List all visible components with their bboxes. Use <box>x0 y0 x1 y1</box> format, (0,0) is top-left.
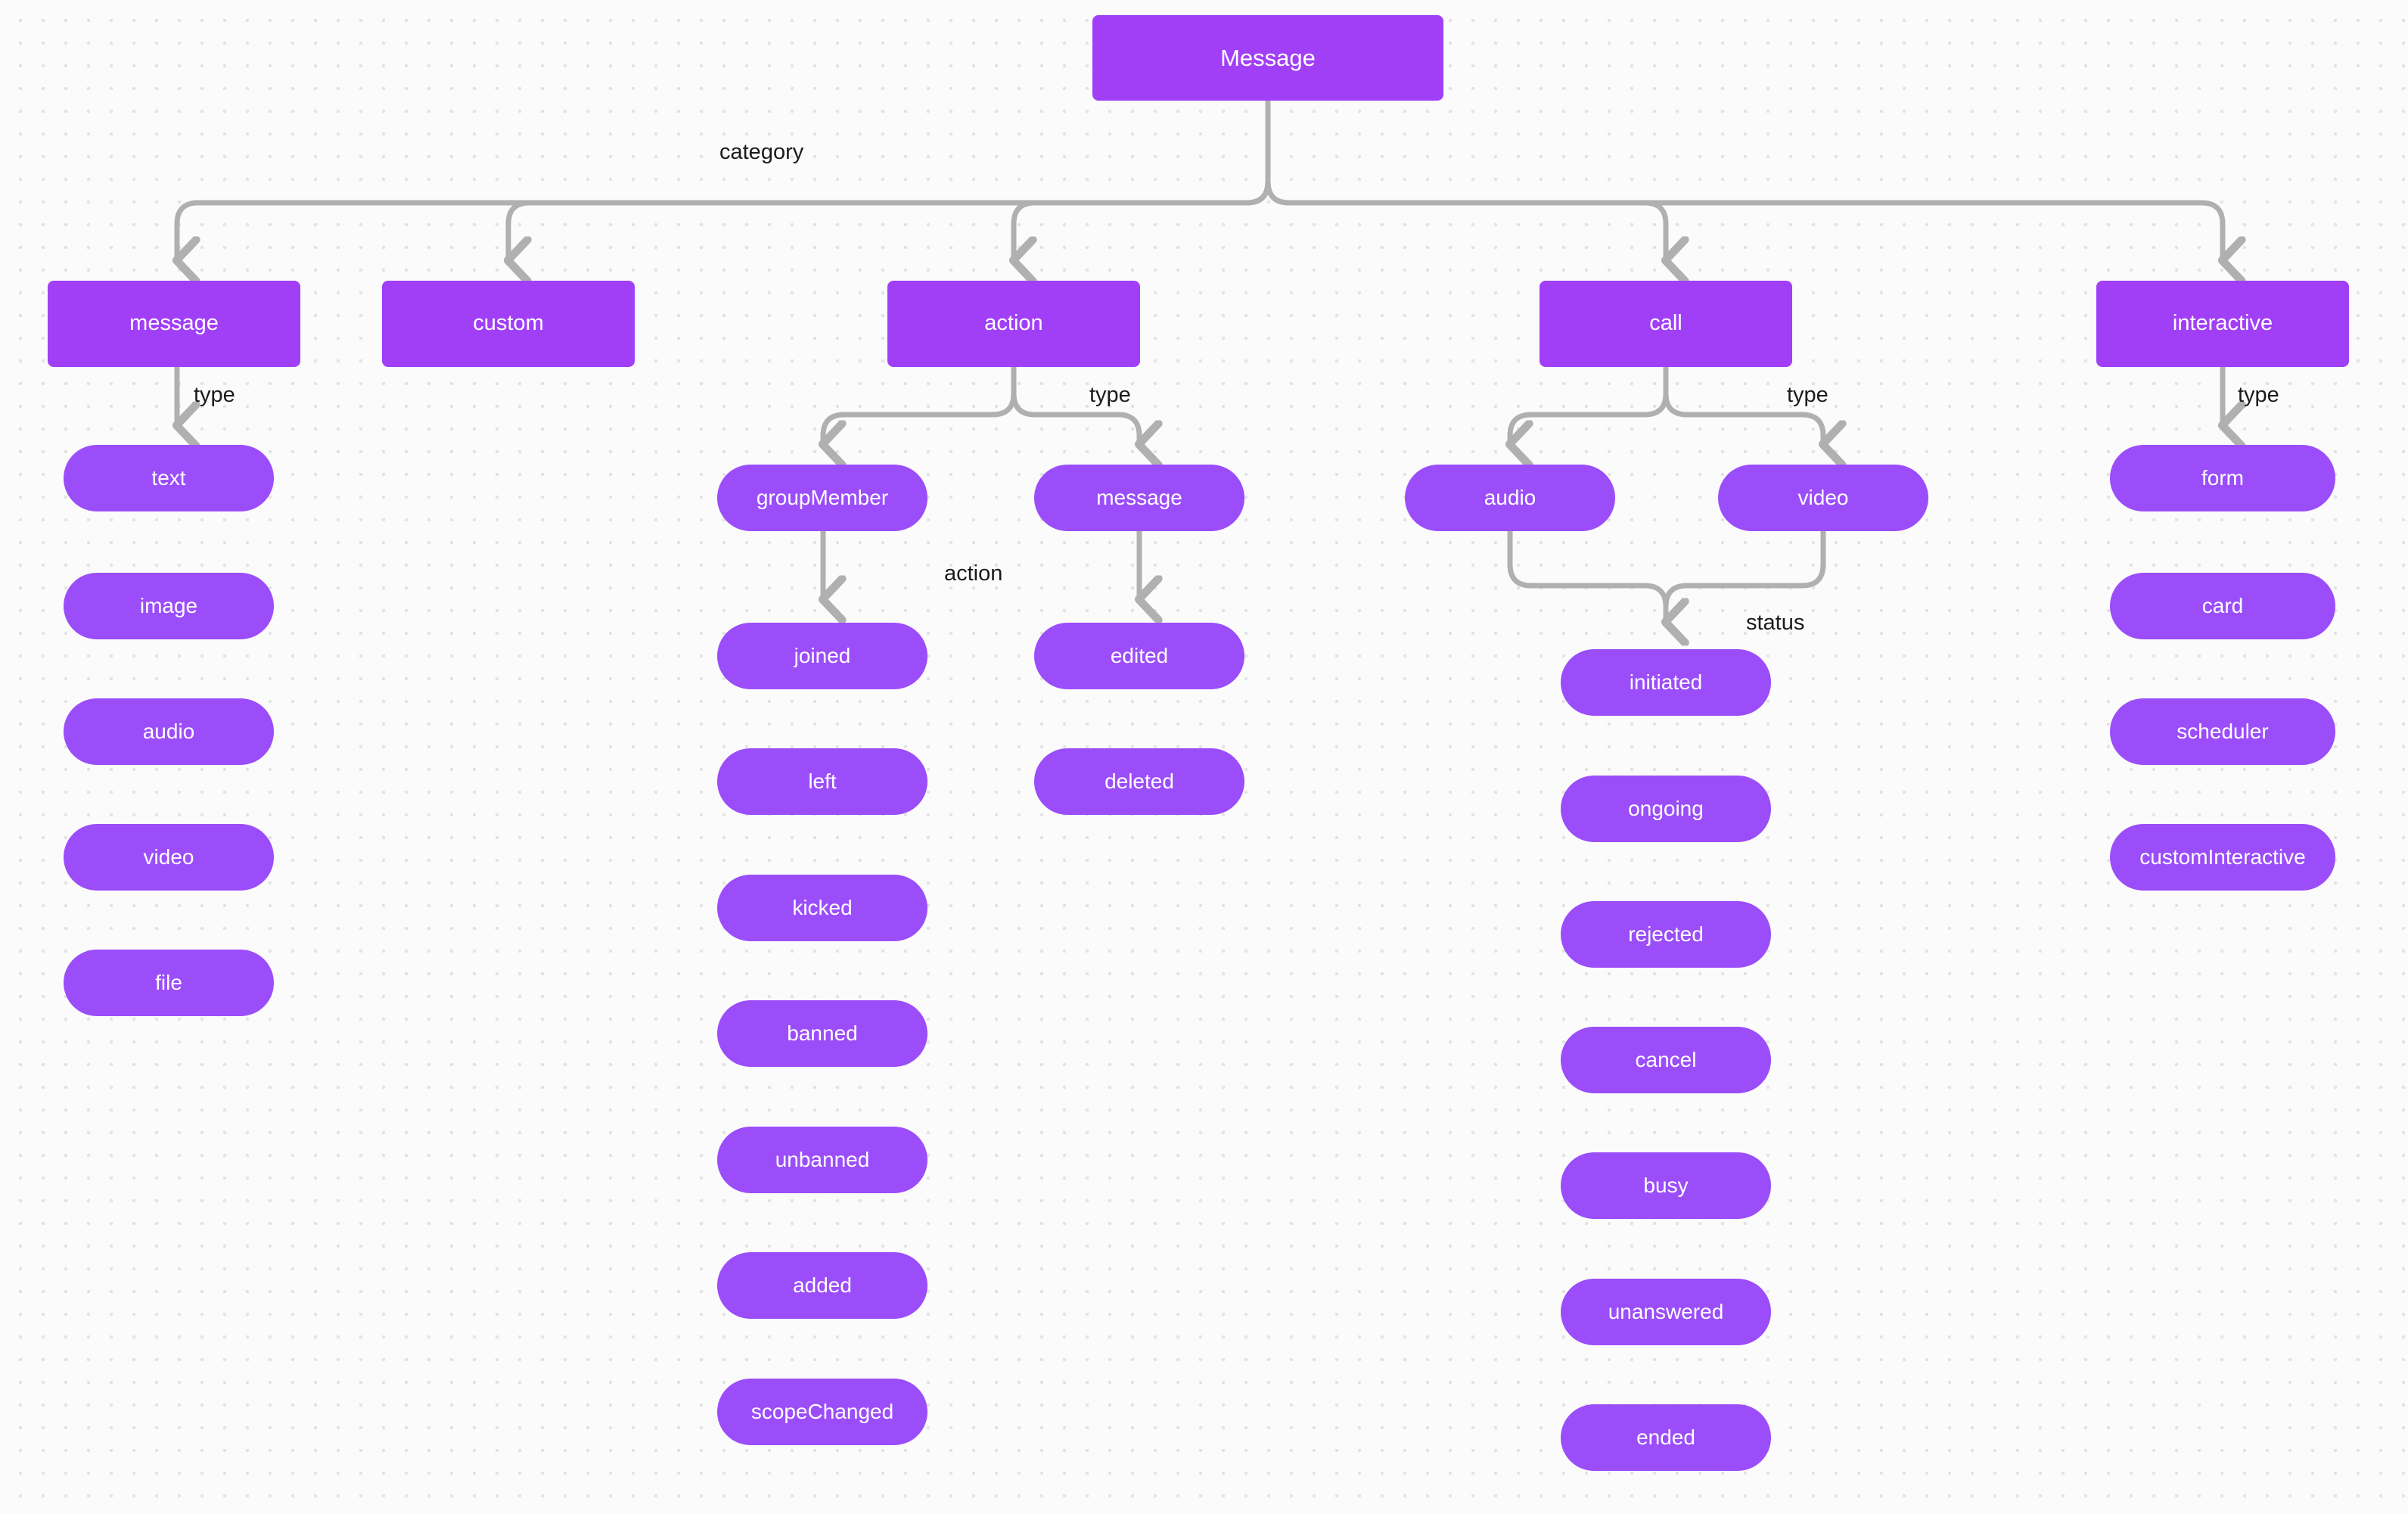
node-label: message <box>129 311 219 336</box>
node-label: Message <box>1220 44 1316 71</box>
node-label: card <box>2201 593 2244 617</box>
node-groupmember-action-joined[interactable]: joined <box>717 623 927 689</box>
node-groupmember-action-added[interactable]: added <box>717 1252 927 1319</box>
node-label: file <box>155 970 182 994</box>
edge-label-status: status <box>1746 611 1805 635</box>
node-message-type-image[interactable]: image <box>64 573 274 639</box>
node-label: rejected <box>1628 922 1704 946</box>
node-label: interactive <box>2172 311 2273 336</box>
node-call-status-cancel[interactable]: cancel <box>1561 1027 1771 1093</box>
node-action-type-groupmember[interactable]: groupMember <box>717 465 927 531</box>
node-label: edited <box>1110 643 1169 667</box>
edge-label-type-message: type <box>194 383 235 407</box>
node-interactive-type-form[interactable]: form <box>2110 445 2335 511</box>
node-call-status-ended[interactable]: ended <box>1561 1404 1771 1471</box>
node-call-status-initiated[interactable]: initiated <box>1561 649 1771 716</box>
node-label: ongoing <box>1628 796 1704 820</box>
node-label: deleted <box>1105 769 1174 793</box>
node-message-action-deleted[interactable]: deleted <box>1034 748 1244 815</box>
node-message-type-video[interactable]: video <box>64 824 274 891</box>
node-category-call[interactable]: call <box>1540 281 1792 367</box>
node-label: banned <box>787 1021 858 1045</box>
node-action-type-message[interactable]: message <box>1034 465 1244 531</box>
node-groupmember-action-kicked[interactable]: kicked <box>717 875 927 941</box>
node-interactive-type-card[interactable]: card <box>2110 573 2335 639</box>
node-label: video <box>143 844 194 869</box>
edge-label-category: category <box>719 140 804 164</box>
node-label: action <box>984 311 1043 336</box>
node-label: busy <box>1643 1173 1689 1197</box>
edge-label-type-interactive: type <box>2238 383 2279 407</box>
node-call-type-audio[interactable]: audio <box>1405 465 1615 531</box>
node-message-type-text[interactable]: text <box>64 445 274 511</box>
node-call-status-busy[interactable]: busy <box>1561 1152 1771 1219</box>
node-label: call <box>1649 311 1682 336</box>
node-label: groupMember <box>756 485 889 509</box>
node-category-message[interactable]: message <box>48 281 300 367</box>
node-groupmember-action-left[interactable]: left <box>717 748 927 815</box>
node-groupmember-action-banned[interactable]: banned <box>717 1000 927 1067</box>
node-label: left <box>808 769 837 793</box>
node-label: customInteractive <box>2139 844 2306 869</box>
node-call-status-ongoing[interactable]: ongoing <box>1561 776 1771 842</box>
node-label: added <box>793 1273 852 1297</box>
node-label: unbanned <box>775 1147 870 1171</box>
node-label: scopeChanged <box>750 1399 894 1423</box>
node-category-interactive[interactable]: interactive <box>2096 281 2349 367</box>
node-label: scheduler <box>2177 719 2269 743</box>
node-groupmember-action-scopechanged[interactable]: scopeChanged <box>717 1379 927 1445</box>
node-label: video <box>1797 485 1849 509</box>
node-label: initiated <box>1629 670 1703 694</box>
node-label: audio <box>1484 485 1536 509</box>
node-call-status-unanswered[interactable]: unanswered <box>1561 1279 1771 1345</box>
node-label: form <box>2201 465 2244 490</box>
edge-label-action: action <box>944 561 1003 586</box>
node-message-root[interactable]: Message <box>1092 15 1443 101</box>
node-interactive-type-custominteractive[interactable]: customInteractive <box>2110 824 2335 891</box>
node-category-action[interactable]: action <box>887 281 1140 367</box>
node-call-status-rejected[interactable]: rejected <box>1561 901 1771 968</box>
node-label: text <box>151 465 186 490</box>
node-message-type-file[interactable]: file <box>64 950 274 1016</box>
node-label: cancel <box>1635 1047 1697 1071</box>
edge-label-type-call: type <box>1787 383 1829 407</box>
node-label: custom <box>473 311 544 336</box>
node-message-action-edited[interactable]: edited <box>1034 623 1244 689</box>
node-interactive-type-scheduler[interactable]: scheduler <box>2110 698 2335 765</box>
node-label: image <box>139 593 198 617</box>
node-label: joined <box>794 643 851 667</box>
node-call-type-video[interactable]: video <box>1718 465 1928 531</box>
node-groupmember-action-unbanned[interactable]: unbanned <box>717 1127 927 1193</box>
edge-label-type-action: type <box>1089 383 1131 407</box>
node-label: ended <box>1636 1425 1695 1449</box>
node-category-custom[interactable]: custom <box>382 281 635 367</box>
node-label: message <box>1096 485 1182 509</box>
node-label: unanswered <box>1608 1299 1724 1323</box>
node-label: audio <box>142 719 195 743</box>
node-message-type-audio[interactable]: audio <box>64 698 274 765</box>
node-label: kicked <box>792 895 853 919</box>
